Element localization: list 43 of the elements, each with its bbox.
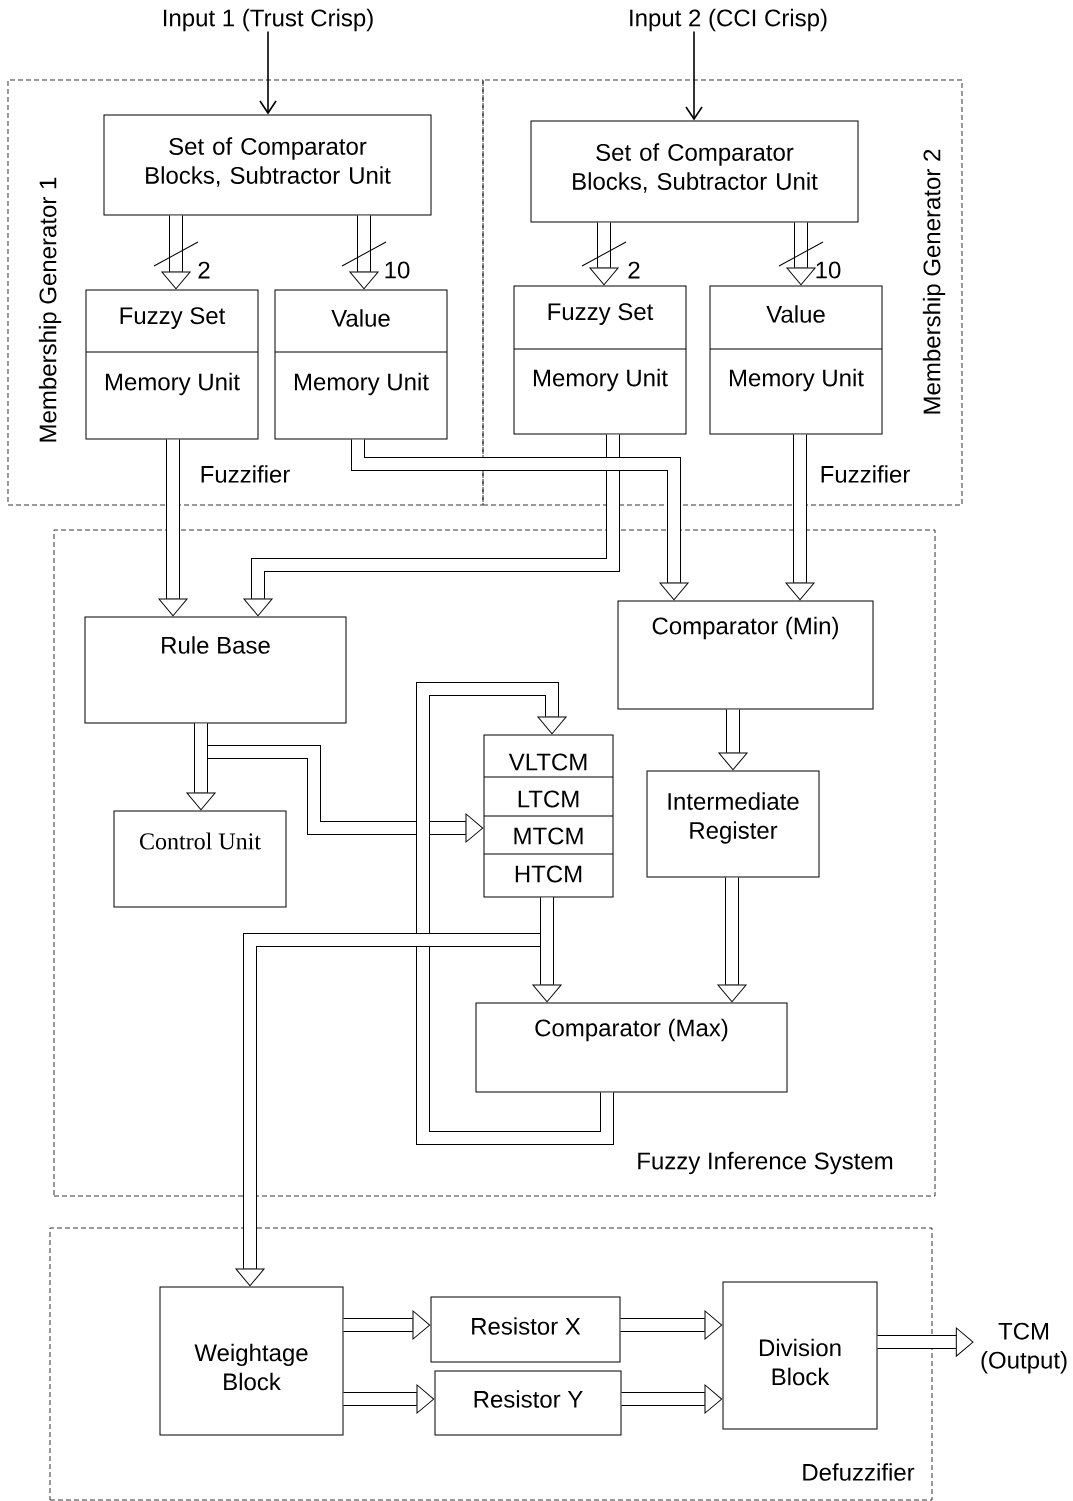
arrow <box>785 434 815 601</box>
arrow <box>161 215 191 290</box>
arrow <box>786 222 816 286</box>
block-box: Resistor Y <box>434 1370 622 1436</box>
arrow <box>717 877 747 1003</box>
edge-label: 10 <box>385 261 410 279</box>
arrow <box>343 1384 435 1414</box>
block-box: Division Block <box>722 1281 878 1430</box>
block-box: Intermediate Register <box>646 770 820 878</box>
block-box: Value Memory Unit <box>709 285 883 435</box>
arrow <box>877 1327 974 1357</box>
edge-label: 10 <box>816 261 841 279</box>
signal-label: Input 1 (Trust Crisp) <box>163 8 373 32</box>
block-box: Comparator (Min) <box>617 600 874 710</box>
arrow <box>243 434 620 617</box>
signal-label: TCM (Output) <box>981 1322 1067 1374</box>
edge-label: 2 <box>628 261 640 279</box>
block-box: Rule Base <box>84 616 347 724</box>
arrow <box>186 723 216 811</box>
arrow <box>343 1310 431 1340</box>
arrow <box>259 30 277 115</box>
block-box: Resistor X <box>430 1296 621 1363</box>
arrow <box>589 222 619 286</box>
block-box: Value Memory Unit <box>274 289 448 440</box>
block-box: Fuzzy Set Memory Unit <box>85 289 259 440</box>
arrow <box>620 1310 723 1340</box>
arrow <box>351 439 689 601</box>
block-box: Fuzzy Set Memory Unit <box>513 285 687 435</box>
block-box: Weightage Block <box>159 1286 344 1436</box>
block-box: Set of Comparator Blocks, Subtractor Unit <box>530 120 859 223</box>
arrow <box>718 709 748 771</box>
block-box: Set of Comparator Blocks, Subtractor Unit <box>103 114 432 216</box>
signal-label: Input 2 (CCI Crisp) <box>630 8 827 32</box>
arrow <box>532 897 562 1003</box>
edge-label: 2 <box>198 261 210 279</box>
block-box: VLTCM LTCM MTCM HTCM <box>483 734 614 898</box>
block-box: Control Unit <box>113 810 287 908</box>
block-box: Comparator (Max) <box>475 1002 788 1093</box>
arrow <box>416 682 614 1145</box>
arrow <box>685 30 703 121</box>
arrow <box>349 215 379 290</box>
arrow <box>158 439 188 617</box>
arrow <box>621 1384 723 1414</box>
